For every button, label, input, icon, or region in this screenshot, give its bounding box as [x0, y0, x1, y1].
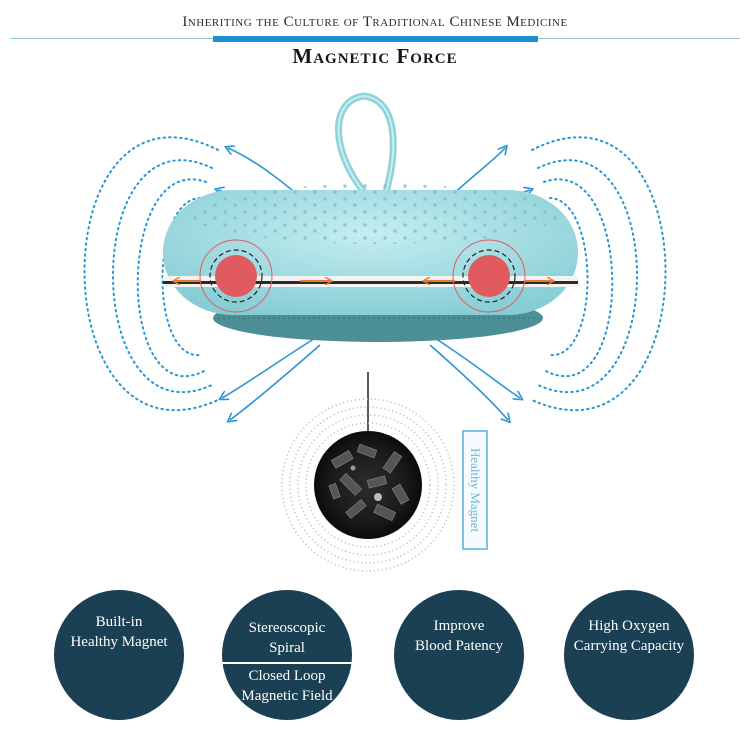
- feature-text: Improve: [433, 618, 485, 634]
- left-field-lines: [83, 136, 219, 411]
- header-title: Inheriting the Culture of Traditional Ch…: [182, 14, 568, 30]
- section-title: Magnetic Force: [292, 44, 458, 68]
- left-magnet: [199, 239, 273, 313]
- right-field-lines: [531, 136, 667, 411]
- feature-text: Healthy Magnet: [70, 634, 168, 650]
- lower-field-arrows: [222, 334, 520, 420]
- feature-builtin-magnet: Built-in Healthy Magnet: [54, 590, 184, 720]
- header-accent-bar: [213, 36, 538, 42]
- feature-divider: [222, 662, 352, 664]
- magnetic-field-illustration: [83, 92, 667, 572]
- feature-text: Spiral: [269, 640, 305, 656]
- feature-text: Stereoscopic: [248, 620, 326, 636]
- feature-text: Built-in: [95, 614, 143, 630]
- feature-text: Blood Patency: [415, 638, 503, 654]
- feature-spiral-field: Stereoscopic Spiral Closed Loop Magnetic…: [222, 590, 352, 720]
- feature-text: Magnetic Field: [241, 688, 333, 704]
- magnet-closeup: [281, 398, 455, 572]
- feature-text: Closed Loop: [248, 668, 326, 684]
- feature-text: High Oxygen: [588, 618, 670, 634]
- feature-oxygen-capacity: High Oxygen Carrying Capacity: [564, 590, 694, 720]
- healthy-magnet-label: Healthy Magnet: [462, 430, 488, 550]
- feature-text: Carrying Capacity: [573, 638, 685, 654]
- feature-blood-patency: Improve Blood Patency: [394, 590, 524, 720]
- right-magnet: [452, 239, 526, 313]
